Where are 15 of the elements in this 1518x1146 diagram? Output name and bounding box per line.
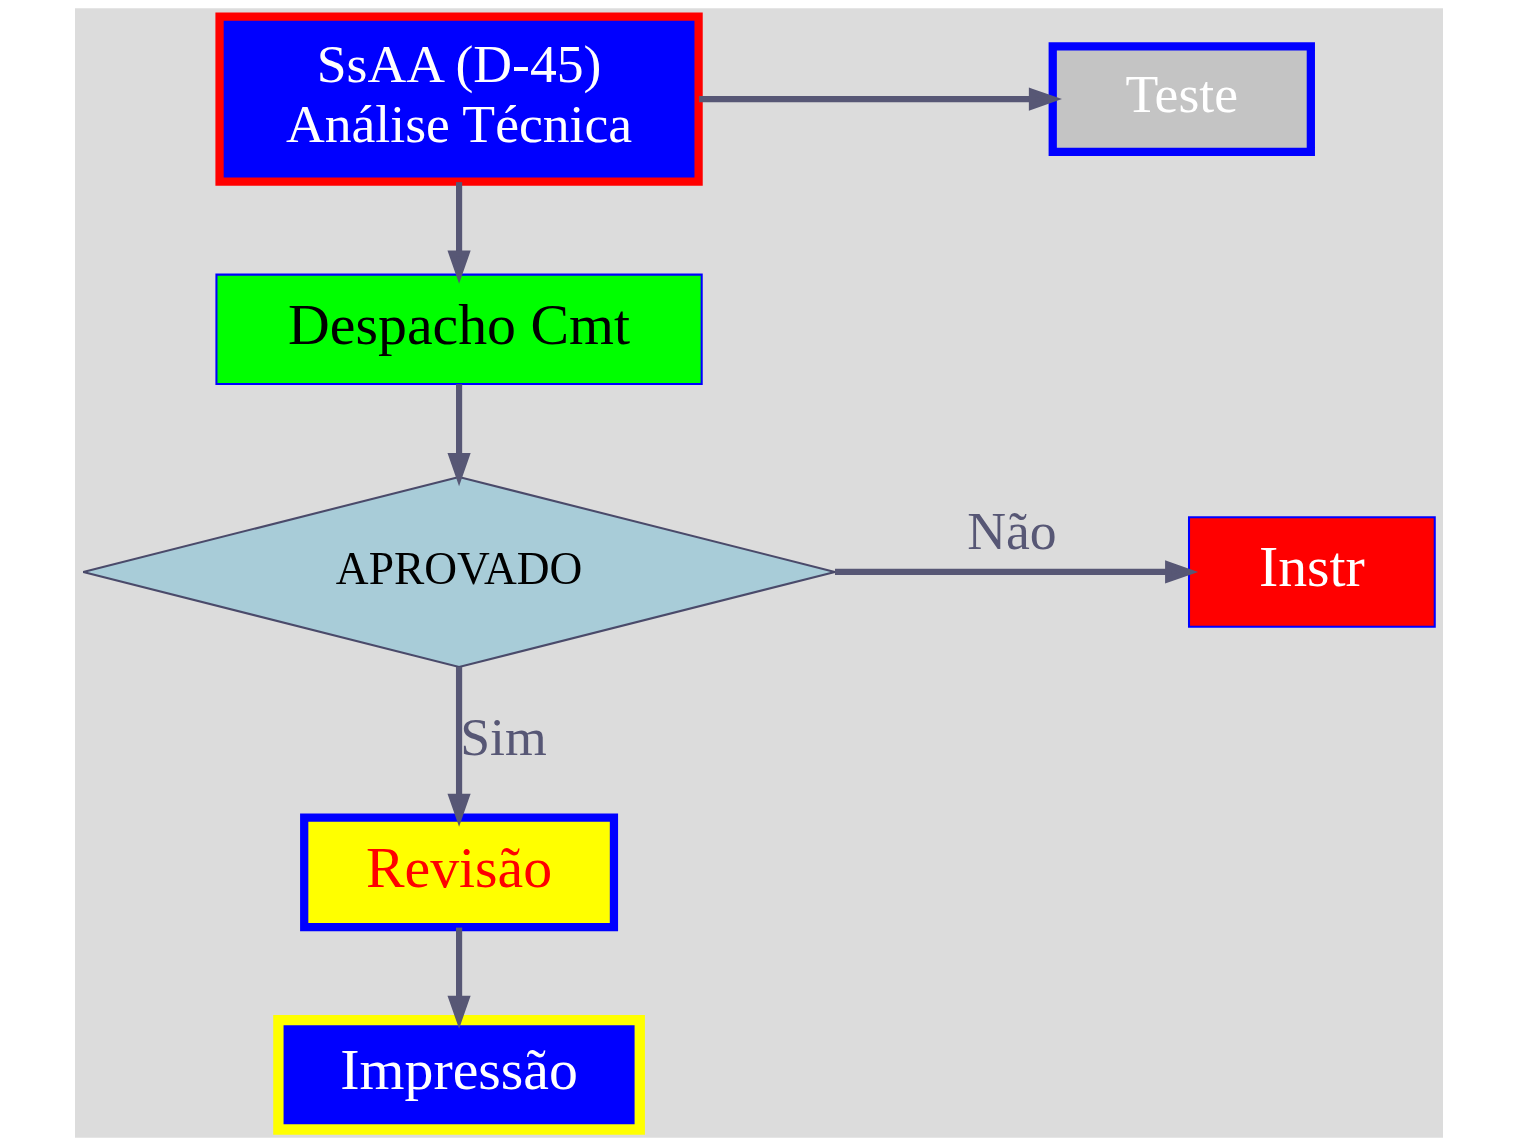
edge-label: Não bbox=[967, 500, 1057, 561]
edge-label: Sim bbox=[460, 707, 547, 768]
node-box: SsAA (D-45) Análise Técnica bbox=[215, 12, 703, 186]
node-box: Teste bbox=[1048, 42, 1315, 156]
arrow bbox=[699, 87, 1062, 111]
node-box: Impressão bbox=[273, 1014, 645, 1135]
node-diamond: APROVADO bbox=[82, 475, 836, 668]
node-box: Revisão bbox=[300, 813, 619, 932]
arrow bbox=[447, 182, 471, 284]
arrow bbox=[835, 560, 1199, 584]
node-box: Instr bbox=[1188, 516, 1436, 628]
node-box: Despacho Cmt bbox=[215, 273, 703, 386]
arrow bbox=[447, 384, 471, 487]
arrow bbox=[447, 927, 471, 1029]
arrow bbox=[447, 666, 471, 827]
